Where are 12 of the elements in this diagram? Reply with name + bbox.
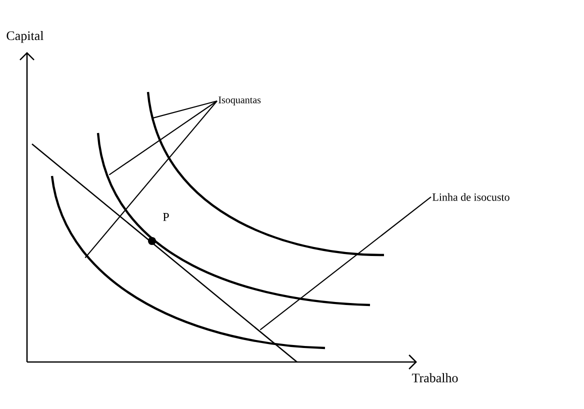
axis-label: Trabalho [412,373,458,382]
leader-line [153,100,218,118]
isocost-line [32,143,298,362]
isoquant-curve [96,132,370,306]
point-label: P [163,213,169,221]
leader-line [84,100,218,258]
isoquant-curve [146,92,384,256]
leader-line [260,196,432,330]
leader-line [108,100,218,176]
callout-text: Linha de isocusto [432,193,510,201]
axis-label: Capital [6,31,44,43]
isoquant-curve [50,176,326,350]
